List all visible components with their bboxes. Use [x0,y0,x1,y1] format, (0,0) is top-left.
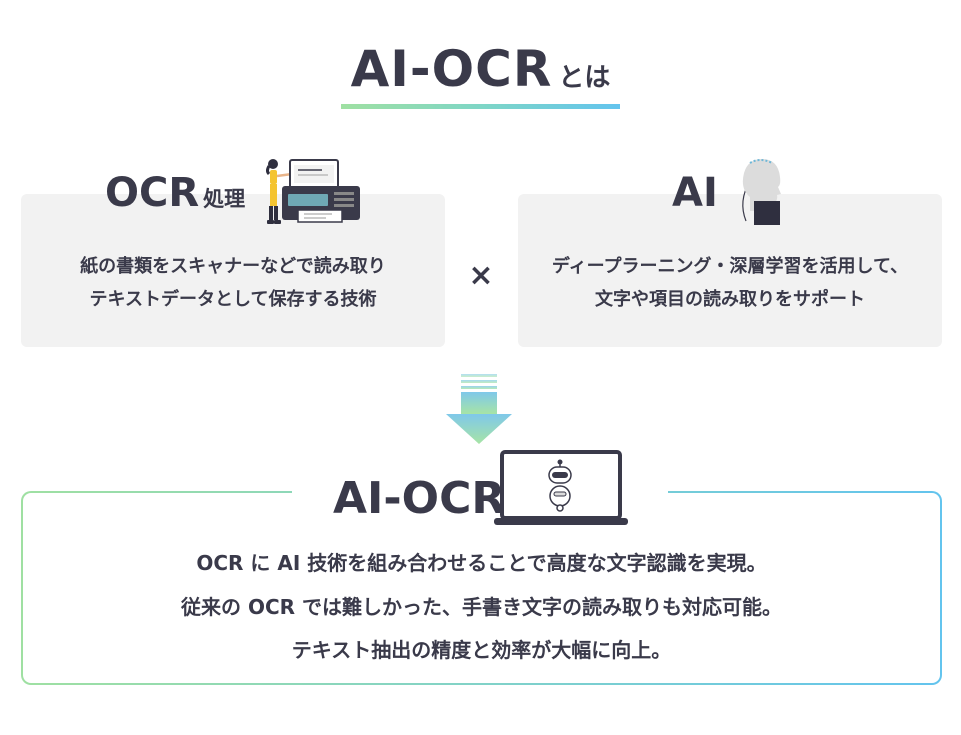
down-arrow-icon [446,374,512,444]
result-line-2: 従来の OCR では難しかった、手書き文字の読み取りも対応可能。 [180,595,782,619]
ocr-desc-line-2: テキストデータとして保存する技術 [89,289,377,310]
ai-head-bust-illustration [742,159,781,225]
ocr-heading-suffix: 処理 [203,187,246,211]
page-title-main: AI-OCR [350,40,553,98]
fax-machine-illustration [266,159,360,224]
times-icon: × [468,258,494,293]
ai-card-heading: AI [672,170,718,216]
ai-desc-line-2: 文字や項目の読み取りをサポート [595,289,865,310]
ocr-card-description: 紙の書類をスキャナーなどで読み取り テキストデータとして保存する技術 [21,250,445,316]
title-underline [341,104,620,109]
ai-desc-line-1: ディープラーニング・深層学習を活用して、 [551,256,909,277]
ai-card [518,194,942,347]
ocr-desc-line-1: 紙の書類をスキャナーなどで読み取り [80,256,386,277]
page-title-suffix: とは [558,63,611,93]
ai-ocr-result-box [21,491,942,685]
laptop-robot-illustration [494,450,628,525]
ai-ocr-heading: AI-OCR [333,473,506,524]
ai-card-description: ディープラーニング・深層学習を活用して、 文字や項目の読み取りをサポート [518,250,942,316]
result-line-1: OCR に AI 技術を組み合わせることで高度な文字認識を実現。 [196,551,767,575]
ocr-heading-main: OCR [105,170,200,216]
result-line-3: テキスト抽出の精度と効率が大幅に向上。 [291,638,672,662]
ocr-card [21,194,445,347]
